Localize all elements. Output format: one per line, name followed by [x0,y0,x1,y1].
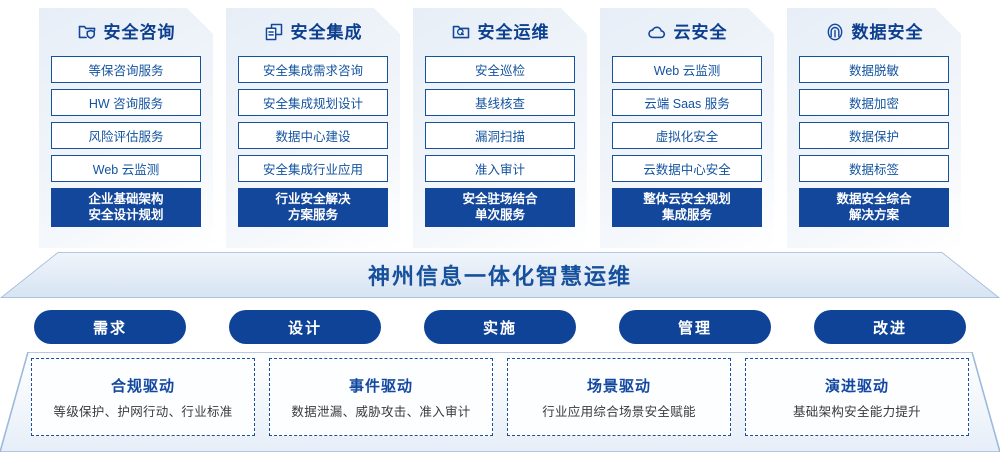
driver-title: 场景驱动 [586,377,651,395]
driver-title: 事件驱动 [348,377,413,395]
documents-stack-icon [264,22,284,42]
service-card-data-security[interactable]: 数据安全 数据脱敏 数据加密 数据保护 数据标签 数据安全综合解决方案 [787,8,961,248]
card-title: 数据安全 [851,22,924,42]
driver-subtitle: 基础架构安全能力提升 [792,404,921,419]
lifecycle-pills-row: 需求 设计 实施 管理 改进 [0,310,1000,344]
service-card-security-consulting[interactable]: 安全咨询 等保咨询服务 HW 咨询服务 风险评估服务 Web 云监测 企业基础架… [39,8,213,248]
service-card-security-integration[interactable]: 安全集成 安全集成需求咨询 安全集成规划设计 数据中心建设 安全集成行业应用 行… [226,8,400,248]
service-item[interactable]: 等保咨询服务 [51,56,201,83]
card-header: 安全咨询 [51,8,201,56]
platform-banner-title: 神州信息一体化智慧运维 [367,264,632,289]
service-highlight[interactable]: 安全驻场结合单次服务 [425,188,575,227]
driver-title: 合规驱动 [110,377,175,395]
service-item[interactable]: 数据标签 [799,155,949,182]
pill-management[interactable]: 管理 [619,310,771,344]
pill-implementation[interactable]: 实施 [424,310,576,344]
service-item[interactable]: 安全集成行业应用 [238,155,388,182]
service-item[interactable]: 虚拟化安全 [612,122,762,149]
service-item[interactable]: 云数据中心安全 [612,155,762,182]
card-title: 安全咨询 [103,22,176,42]
driver-title: 演进驱动 [824,377,889,395]
cloud-icon [647,22,667,42]
service-highlight[interactable]: 数据安全综合解决方案 [799,188,949,227]
service-item[interactable]: 安全巡检 [425,56,575,83]
card-header: 安全集成 [238,8,388,56]
platform-banner: 神州信息一体化智慧运维 [0,252,1000,298]
service-item[interactable]: Web 云监测 [51,155,201,182]
driver-subtitle: 数据泄漏、威胁攻击、准入审计 [291,404,471,419]
driver-box-compliance[interactable]: 合规驱动 等级保护、护网行动、行业标准 [31,358,255,436]
driver-box-evolution[interactable]: 演进驱动 基础架构安全能力提升 [745,358,969,436]
service-item[interactable]: 准入审计 [425,155,575,182]
pill-design[interactable]: 设计 [229,310,381,344]
card-title: 安全运维 [477,22,550,42]
service-highlight[interactable]: 企业基础架构安全设计规划 [51,188,201,227]
card-header: 安全运维 [425,8,575,56]
folder-shield-icon [77,22,97,42]
driver-box-scenario[interactable]: 场景驱动 行业应用综合场景安全赋能 [507,358,731,436]
service-item[interactable]: 云端 Saas 服务 [612,89,762,116]
folder-chart-icon [451,22,471,42]
driver-box-incident[interactable]: 事件驱动 数据泄漏、威胁攻击、准入审计 [269,358,493,436]
service-item[interactable]: 基线核查 [425,89,575,116]
service-item[interactable]: 数据保护 [799,122,949,149]
service-highlight[interactable]: 行业安全解决方案服务 [238,188,388,227]
driver-subtitle: 等级保护、护网行动、行业标准 [53,404,233,419]
card-title: 云安全 [673,22,728,42]
service-item[interactable]: 数据加密 [799,89,949,116]
card-header: 数据安全 [799,8,949,56]
fingerprint-icon [825,22,845,42]
card-header: 云安全 [612,8,762,56]
service-item[interactable]: 安全集成需求咨询 [238,56,388,83]
service-item[interactable]: 数据脱敏 [799,56,949,83]
service-item[interactable]: 风险评估服务 [51,122,201,149]
service-item[interactable]: 数据中心建设 [238,122,388,149]
pill-requirement[interactable]: 需求 [34,310,186,344]
driver-subtitle: 行业应用综合场景安全赋能 [542,404,696,419]
service-cards-row: 安全咨询 等保咨询服务 HW 咨询服务 风险评估服务 Web 云监测 企业基础架… [0,8,1000,256]
service-item[interactable]: Web 云监测 [612,56,762,83]
pill-improvement[interactable]: 改进 [814,310,966,344]
service-card-security-operations[interactable]: 安全运维 安全巡检 基线核查 漏洞扫描 准入审计 安全驻场结合单次服务 [413,8,587,248]
service-item[interactable]: HW 咨询服务 [51,89,201,116]
service-highlight[interactable]: 整体云安全规划集成服务 [612,188,762,227]
card-title: 安全集成 [290,22,363,42]
service-card-cloud-security[interactable]: 云安全 Web 云监测 云端 Saas 服务 虚拟化安全 云数据中心安全 整体云… [600,8,774,248]
drivers-row: 合规驱动 等级保护、护网行动、行业标准 事件驱动 数据泄漏、威胁攻击、准入审计 … [0,358,1000,443]
service-item[interactable]: 漏洞扫描 [425,122,575,149]
service-item[interactable]: 安全集成规划设计 [238,89,388,116]
